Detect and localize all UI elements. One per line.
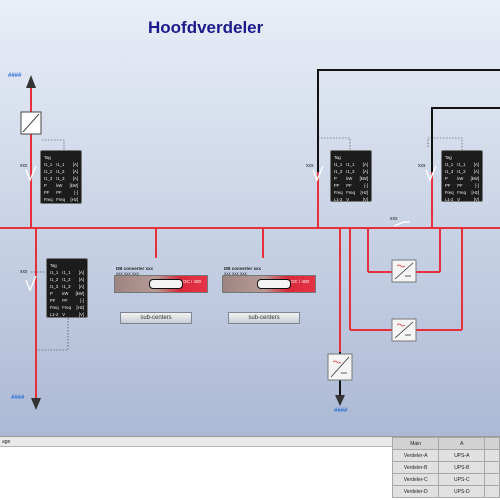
- sub-centers-button-2[interactable]: sub-centers: [228, 312, 300, 324]
- switch-label-feeder-1: xxx: [306, 163, 314, 169]
- top-arrow-icon: [26, 75, 36, 88]
- switch-label-bottom-left: xxx: [20, 269, 28, 275]
- hash-top: ####: [8, 73, 22, 79]
- table-row[interactable]: Verdeler-A UPS-A: [391, 449, 500, 462]
- feeder-1-line: [317, 69, 500, 228]
- converter-1-sub: xxx xxx xxx: [116, 271, 139, 276]
- table-row[interactable]: Verdeler-C UPS-C: [391, 473, 500, 486]
- sub-centers-button-1[interactable]: sub-centers: [120, 312, 192, 324]
- breaker-bus-icon: [393, 221, 410, 227]
- bottom-mid-arrow-icon: [335, 395, 345, 406]
- hash-bottom-left: ####: [11, 395, 25, 401]
- converter-2[interactable]: DC / 400: [222, 275, 316, 293]
- converter-2-knob[interactable]: [257, 279, 291, 289]
- bottom-left-arrow-icon: [31, 398, 41, 410]
- table-row[interactable]: Verdeler-B UPS-B: [391, 461, 500, 474]
- breaker-feeder-1-icon: [312, 165, 324, 182]
- ups-box-1-icon: [391, 259, 417, 283]
- table-header-a: A: [438, 437, 486, 450]
- converter-1-label: DB converter xxx: [116, 266, 154, 271]
- message-header: age: [0, 437, 392, 447]
- breaker-bottom-left-icon: [25, 275, 37, 292]
- breaker-left-icon: [25, 165, 37, 182]
- ups-box-2-icon: [391, 318, 417, 342]
- page-title: Hoofdverdeler: [148, 18, 264, 37]
- converter-1-value: DC / 400: [183, 279, 201, 284]
- switch-label-bus: xxx: [390, 216, 398, 222]
- switch-label-feeder-2: xxx: [418, 163, 426, 169]
- converter-2-label: DB converter xxx: [224, 266, 262, 271]
- ups-box-3-icon: [327, 353, 353, 381]
- converter-1-knob[interactable]: [149, 279, 183, 289]
- switch-label-left: xxx: [20, 163, 28, 169]
- table-row[interactable]: Verdeler-D UPS-D: [391, 485, 500, 498]
- hash-bottom-mid: ####: [334, 408, 348, 414]
- bottom-panel: age Main A Verdeler-A UPS-A Verdeler-B U…: [0, 436, 500, 500]
- converter-2-value: DC / 400: [291, 279, 309, 284]
- converter-2-sub: xxx xxx xxx: [224, 271, 247, 276]
- breaker-feeder-2-icon: [425, 165, 437, 182]
- converter-1[interactable]: DC / 400: [114, 275, 208, 293]
- ups-table: Main A Verdeler-A UPS-A Verdeler-B UPS-B…: [391, 437, 500, 498]
- table-header-main: Main: [391, 437, 440, 450]
